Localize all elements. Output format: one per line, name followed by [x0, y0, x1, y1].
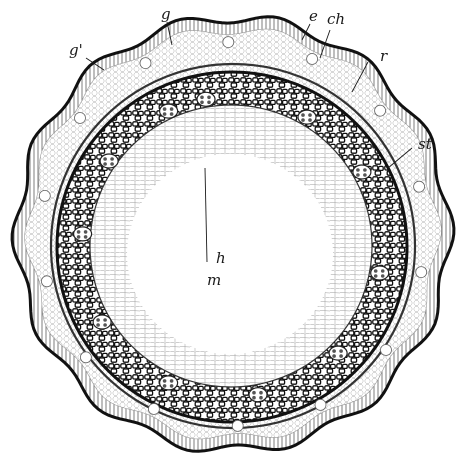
cortex-cavity — [375, 105, 386, 116]
vascular-bundle — [160, 104, 178, 118]
cortex-cavity — [75, 113, 86, 124]
vascular-bundle — [353, 165, 371, 179]
label-m: m — [207, 271, 221, 289]
label-st: st — [418, 135, 433, 153]
label-ch: ch — [327, 10, 345, 28]
vascular-bundle — [371, 266, 389, 280]
cortex-cavity — [223, 37, 234, 48]
vascular-bundle — [93, 315, 111, 329]
label-g: g — [161, 5, 171, 23]
label-e: e — [309, 7, 318, 25]
cortex-cavity — [80, 352, 91, 363]
vascular-bundle — [249, 388, 267, 402]
cortex-cavity — [140, 58, 151, 69]
label-h: h — [216, 249, 226, 267]
cortex-cavity — [232, 420, 243, 431]
cortex-cavity — [381, 345, 392, 356]
vascular-bundle — [329, 346, 347, 360]
label-r: r — [380, 47, 388, 65]
vascular-bundle — [197, 92, 215, 106]
vascular-bundle — [74, 227, 92, 241]
central-hollow — [127, 154, 333, 354]
vascular-bundle — [100, 154, 118, 168]
vascular-bundle — [160, 376, 178, 390]
cortex-cavity — [315, 399, 326, 410]
vascular-bundle — [298, 110, 316, 124]
cortex-cavity — [416, 267, 427, 278]
cortex-cavity — [307, 54, 318, 65]
label-g-prime: g' — [69, 41, 83, 59]
cortex-cavity — [414, 181, 425, 192]
cortex-cavity — [41, 276, 52, 287]
cortex-cavity — [148, 404, 159, 415]
cortex-cavity — [39, 190, 50, 201]
